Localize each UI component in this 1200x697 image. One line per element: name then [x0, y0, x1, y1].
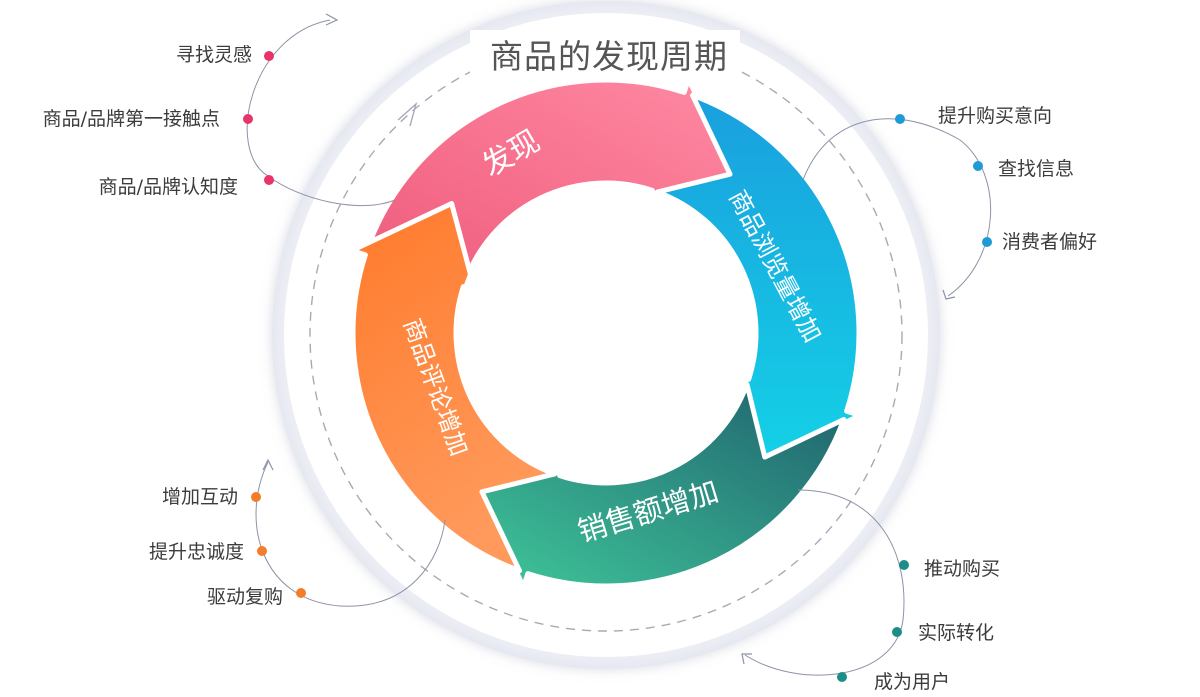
dot-reviews-3 [296, 588, 306, 598]
reviews-item-3: 驱动复购 [206, 586, 283, 608]
orbit-arrow-icon [397, 101, 418, 127]
connector-discover [246, 13, 396, 207]
title-backdrop [470, 30, 740, 86]
dot-reviews-2 [257, 546, 267, 556]
dot-views-3 [982, 237, 992, 247]
reviews-item-1: 增加互动 [161, 486, 238, 508]
dot-views-2 [973, 161, 983, 171]
reviews-item-2: 提升忠诚度 [148, 541, 244, 563]
dots-views [895, 114, 992, 247]
dot-reviews-1 [251, 492, 261, 502]
dot-sales-2 [892, 627, 902, 637]
dot-sales-3 [837, 672, 847, 682]
dot-discover-3 [264, 175, 274, 185]
cycle-ring [349, 76, 863, 590]
dots-sales [837, 560, 909, 682]
views-item-1: 提升购买意向 [938, 105, 1053, 127]
sales-item-1: 推动购买 [924, 558, 1001, 580]
views-item-2: 查找信息 [998, 158, 1075, 180]
connector-views [802, 118, 992, 300]
discover-item-2: 商品/品牌第一接触点 [42, 108, 220, 130]
connector-reviews [255, 458, 446, 607]
dot-views-1 [895, 114, 905, 124]
dots-discover [243, 51, 274, 185]
dots-reviews [251, 492, 306, 598]
discover-item-3: 商品/品牌认知度 [98, 176, 238, 198]
discover-item-1: 寻找灵感 [175, 44, 252, 66]
sales-item-2: 实际转化 [918, 622, 995, 644]
sales-item-3: 成为用户 [874, 671, 951, 693]
dot-discover-2 [243, 114, 253, 124]
connector-sales [741, 489, 905, 676]
page-title: 商品的发现周期 [490, 37, 728, 76]
dot-discover-1 [264, 51, 274, 61]
dot-sales-1 [899, 560, 909, 570]
views-item-3: 消费者偏好 [1002, 231, 1098, 253]
ring-center [456, 183, 756, 483]
